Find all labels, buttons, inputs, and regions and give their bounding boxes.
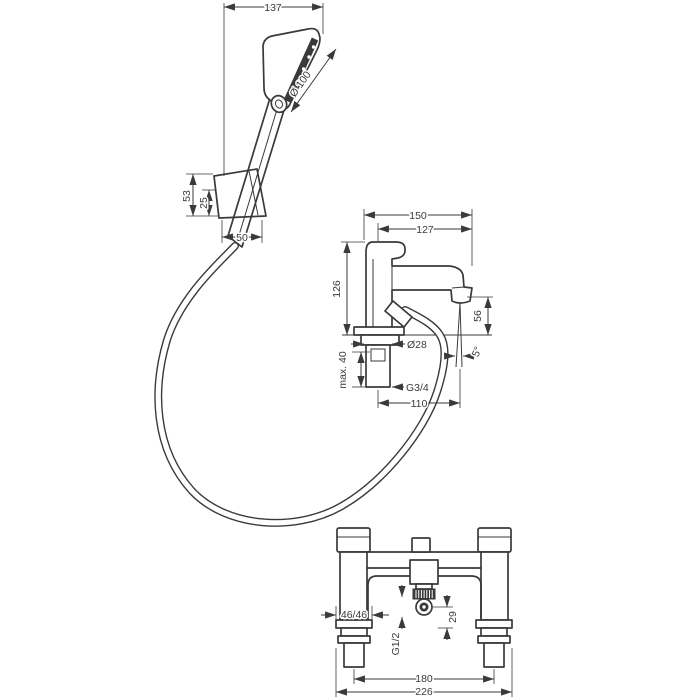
dim-53-label: 53 (181, 190, 193, 202)
right-base-ring (480, 627, 508, 637)
hose-outlet-center (422, 605, 426, 609)
left-shank (343, 642, 365, 668)
diverter-housing (409, 559, 439, 585)
mounting-flange (353, 326, 405, 336)
dim-50-label: 50 (236, 232, 248, 244)
dim-56-label: 56 (472, 310, 484, 322)
dim-110-label: 110 (411, 398, 428, 410)
knurl-hatch (415, 590, 433, 598)
shank-detail (370, 348, 386, 362)
dim-137-label: 137 (264, 2, 282, 14)
dim-25-label: 25 (198, 197, 210, 209)
dim-g12-label: G1/2 (390, 632, 402, 655)
outlet-neck (415, 583, 433, 590)
hand-shower-view (213, 27, 321, 248)
shower-hose (154, 242, 449, 527)
shower-holder (213, 168, 267, 219)
swivel-joint (270, 94, 288, 114)
dim-150-label: 150 (409, 210, 427, 222)
dim-127-label: 127 (416, 224, 434, 236)
dim-28-label: Ø28 (407, 339, 427, 351)
dim-126-label: 126 (331, 280, 343, 298)
left-base-plate (335, 619, 373, 629)
spray-angle-line-a (455, 302, 461, 368)
aerator-line (451, 286, 465, 289)
front-view-dimensions: 46/46 G1/2 29 180 226 (321, 585, 513, 700)
dim-29-label: 29 (447, 611, 459, 623)
mixer-front-view (335, 527, 513, 668)
dim-g34-label: G3/4 (406, 382, 429, 394)
right-base-plate (475, 619, 513, 629)
dim-4646-label: 46/46 (341, 609, 367, 621)
spray-angle-line-b (459, 302, 463, 368)
mixer-body-and-spout (365, 241, 473, 334)
left-base-ring (340, 627, 368, 637)
right-pillar (480, 551, 509, 621)
mixer-side-view (353, 241, 473, 388)
right-base-plate2 (477, 635, 511, 644)
diverter-knob (411, 537, 431, 553)
side-view-dimensions: 150 127 126 56 Ø28 max. 40 G3/4 110 5° (330, 209, 493, 412)
left-base-plate2 (337, 635, 371, 644)
dim-max40-label: max. 40 (337, 351, 349, 389)
right-handle-cap (477, 527, 512, 553)
dim-226-label: 226 (415, 686, 433, 698)
dim-180-label: 180 (415, 673, 433, 685)
dim-5deg-label: 5° (470, 345, 485, 359)
swivel-joint-inner (274, 99, 284, 109)
right-shank (483, 642, 505, 668)
threaded-shank (365, 344, 391, 388)
holder-cone-line (248, 170, 259, 216)
left-handle-cap (336, 527, 371, 553)
